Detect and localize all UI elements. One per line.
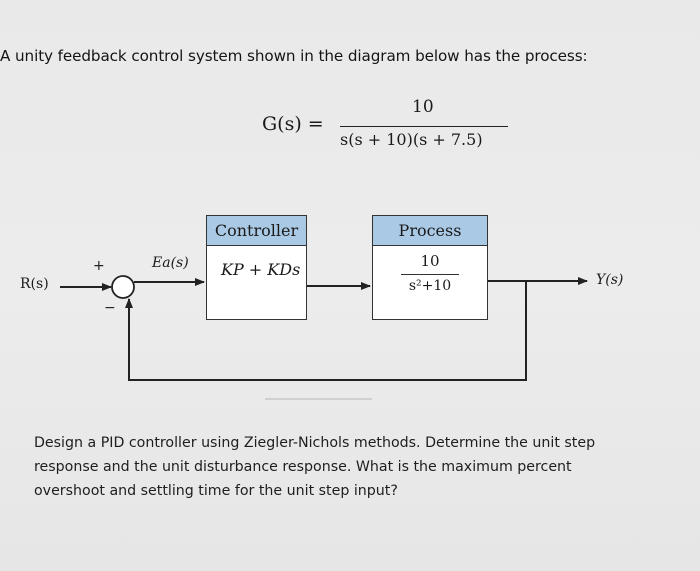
error-label: Ea(s): [152, 255, 189, 271]
controller-transfer-function: KP + KDs: [221, 260, 301, 279]
process-title: Process: [373, 216, 487, 246]
feedback-path: [125, 281, 527, 381]
process-numerator: 10: [420, 252, 440, 270]
process-block: Process 10 s²+10: [372, 215, 488, 320]
question-line: response and the unit disturbance respon…: [34, 459, 572, 475]
summing-junction: [111, 275, 135, 299]
equation-numerator: 10: [412, 97, 434, 117]
minus-sign: −: [104, 300, 116, 316]
question-line: Design a PID controller using Ziegler-Ni…: [34, 435, 596, 451]
controller-block: Controller KP + KDs: [206, 215, 307, 320]
plus-sign: +: [93, 258, 105, 274]
input-label: R(s): [20, 276, 49, 292]
equation-denominator: s(s + 10)(s + 7.5): [340, 130, 483, 149]
intro-text: A unity feedback control system shown in…: [0, 47, 588, 65]
question-text: Design a PID controller using Ziegler-Ni…: [34, 431, 694, 503]
question-line: overshoot and settling time for the unit…: [34, 483, 398, 499]
controller-title: Controller: [207, 216, 306, 246]
process-denominator: s²+10: [408, 278, 452, 294]
process-fraction-bar: [401, 274, 459, 276]
output-label: Y(s): [596, 272, 624, 288]
equation-lhs: G(s) =: [262, 113, 324, 135]
equation-fraction-bar: [340, 126, 508, 128]
